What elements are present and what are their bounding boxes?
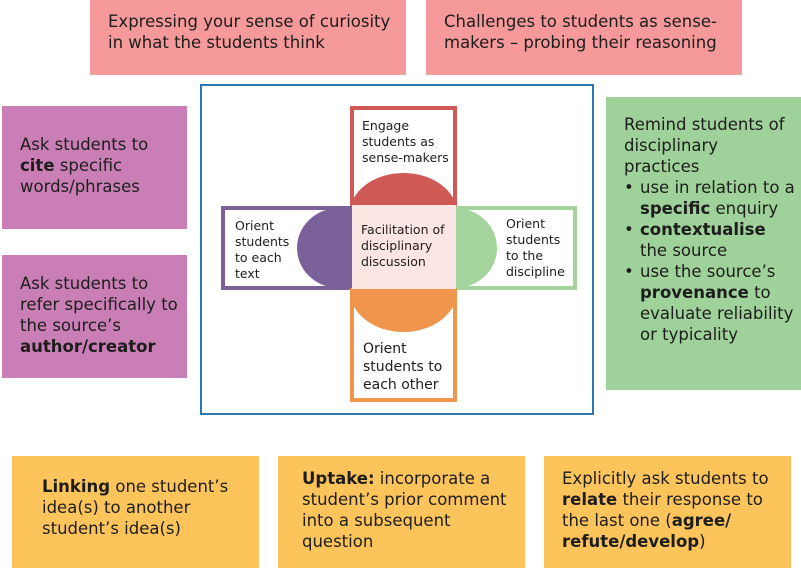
curiosity-box: Expressing your sense of curiosity in wh…: [90, 0, 406, 75]
practice-item: use in relation to a specific enquiry: [624, 177, 797, 219]
agree-refute-bold: agree/ refute/develop: [562, 511, 732, 551]
practices-list: use in relation to a specific enquiry co…: [624, 177, 797, 345]
practice-item: use the source’s provenance to evaluate …: [624, 261, 797, 345]
orient-text-shape: [297, 210, 353, 286]
relate-post: ): [699, 532, 706, 551]
orient-text-label: Orient students to each text: [235, 218, 290, 281]
orient-each-other-label: Orient students to each other: [363, 341, 443, 393]
relate-mid: their response to the last one (: [562, 490, 763, 530]
relate-pre: Explicitly ask students to: [562, 469, 769, 488]
practices-intro: Remind students of disciplinary practice…: [624, 115, 785, 176]
curiosity-text: Expressing your sense of curiosity in wh…: [108, 12, 391, 52]
uptake-box: Uptake: incorporate a student’s prior co…: [278, 456, 525, 568]
uptake-text: incorporate a student’s prior comment in…: [302, 469, 507, 551]
disciplinary-practices-box: Remind students of disciplinary practice…: [606, 97, 801, 390]
cite-box: Ask students to cite specific words/phra…: [2, 106, 187, 229]
author-box: Ask students to refer specifically to th…: [2, 255, 187, 378]
cite-pre: Ask students to: [20, 135, 149, 154]
author-pre: Ask students to refer specifically to th…: [20, 274, 178, 335]
orient-discipline-label: Orient students to the discipline: [506, 216, 565, 279]
facilitation-label: Facilitation of disciplinary discussion: [361, 222, 445, 269]
author-bold: author/creator: [20, 337, 156, 356]
orient-discipline-shape: [455, 210, 497, 286]
linking-box: Linking one student’s idea(s) to another…: [12, 456, 259, 568]
relate-bold: relate: [562, 490, 618, 509]
facilitation-center: Facilitation of disciplinary discussion: [352, 205, 456, 289]
cite-post: specific words/phrases: [20, 156, 140, 196]
linking-bold: Linking: [42, 477, 111, 496]
engage-arm: Engage students as sense-makers: [350, 106, 457, 206]
orient-text-arm: Orient students to each text: [221, 206, 353, 290]
relate-box: Explicitly ask students to relate their …: [544, 456, 791, 568]
orient-each-other-arm: Orient students to each other: [350, 288, 457, 402]
linking-text: one student’s idea(s) to another student…: [42, 477, 229, 538]
challenges-box: Challenges to students as sense-makers –…: [426, 0, 742, 75]
engage-label: Engage students as sense-makers: [362, 118, 449, 165]
engage-shape: [354, 173, 453, 206]
practice-item: contextualise the source: [624, 219, 797, 261]
uptake-bold: Uptake:: [302, 469, 375, 488]
cite-bold: cite: [20, 156, 55, 175]
orient-discipline-arm: Orient students to the discipline: [455, 206, 577, 290]
challenges-text: Challenges to students as sense-makers –…: [444, 12, 717, 52]
orient-each-other-shape: [354, 288, 453, 332]
